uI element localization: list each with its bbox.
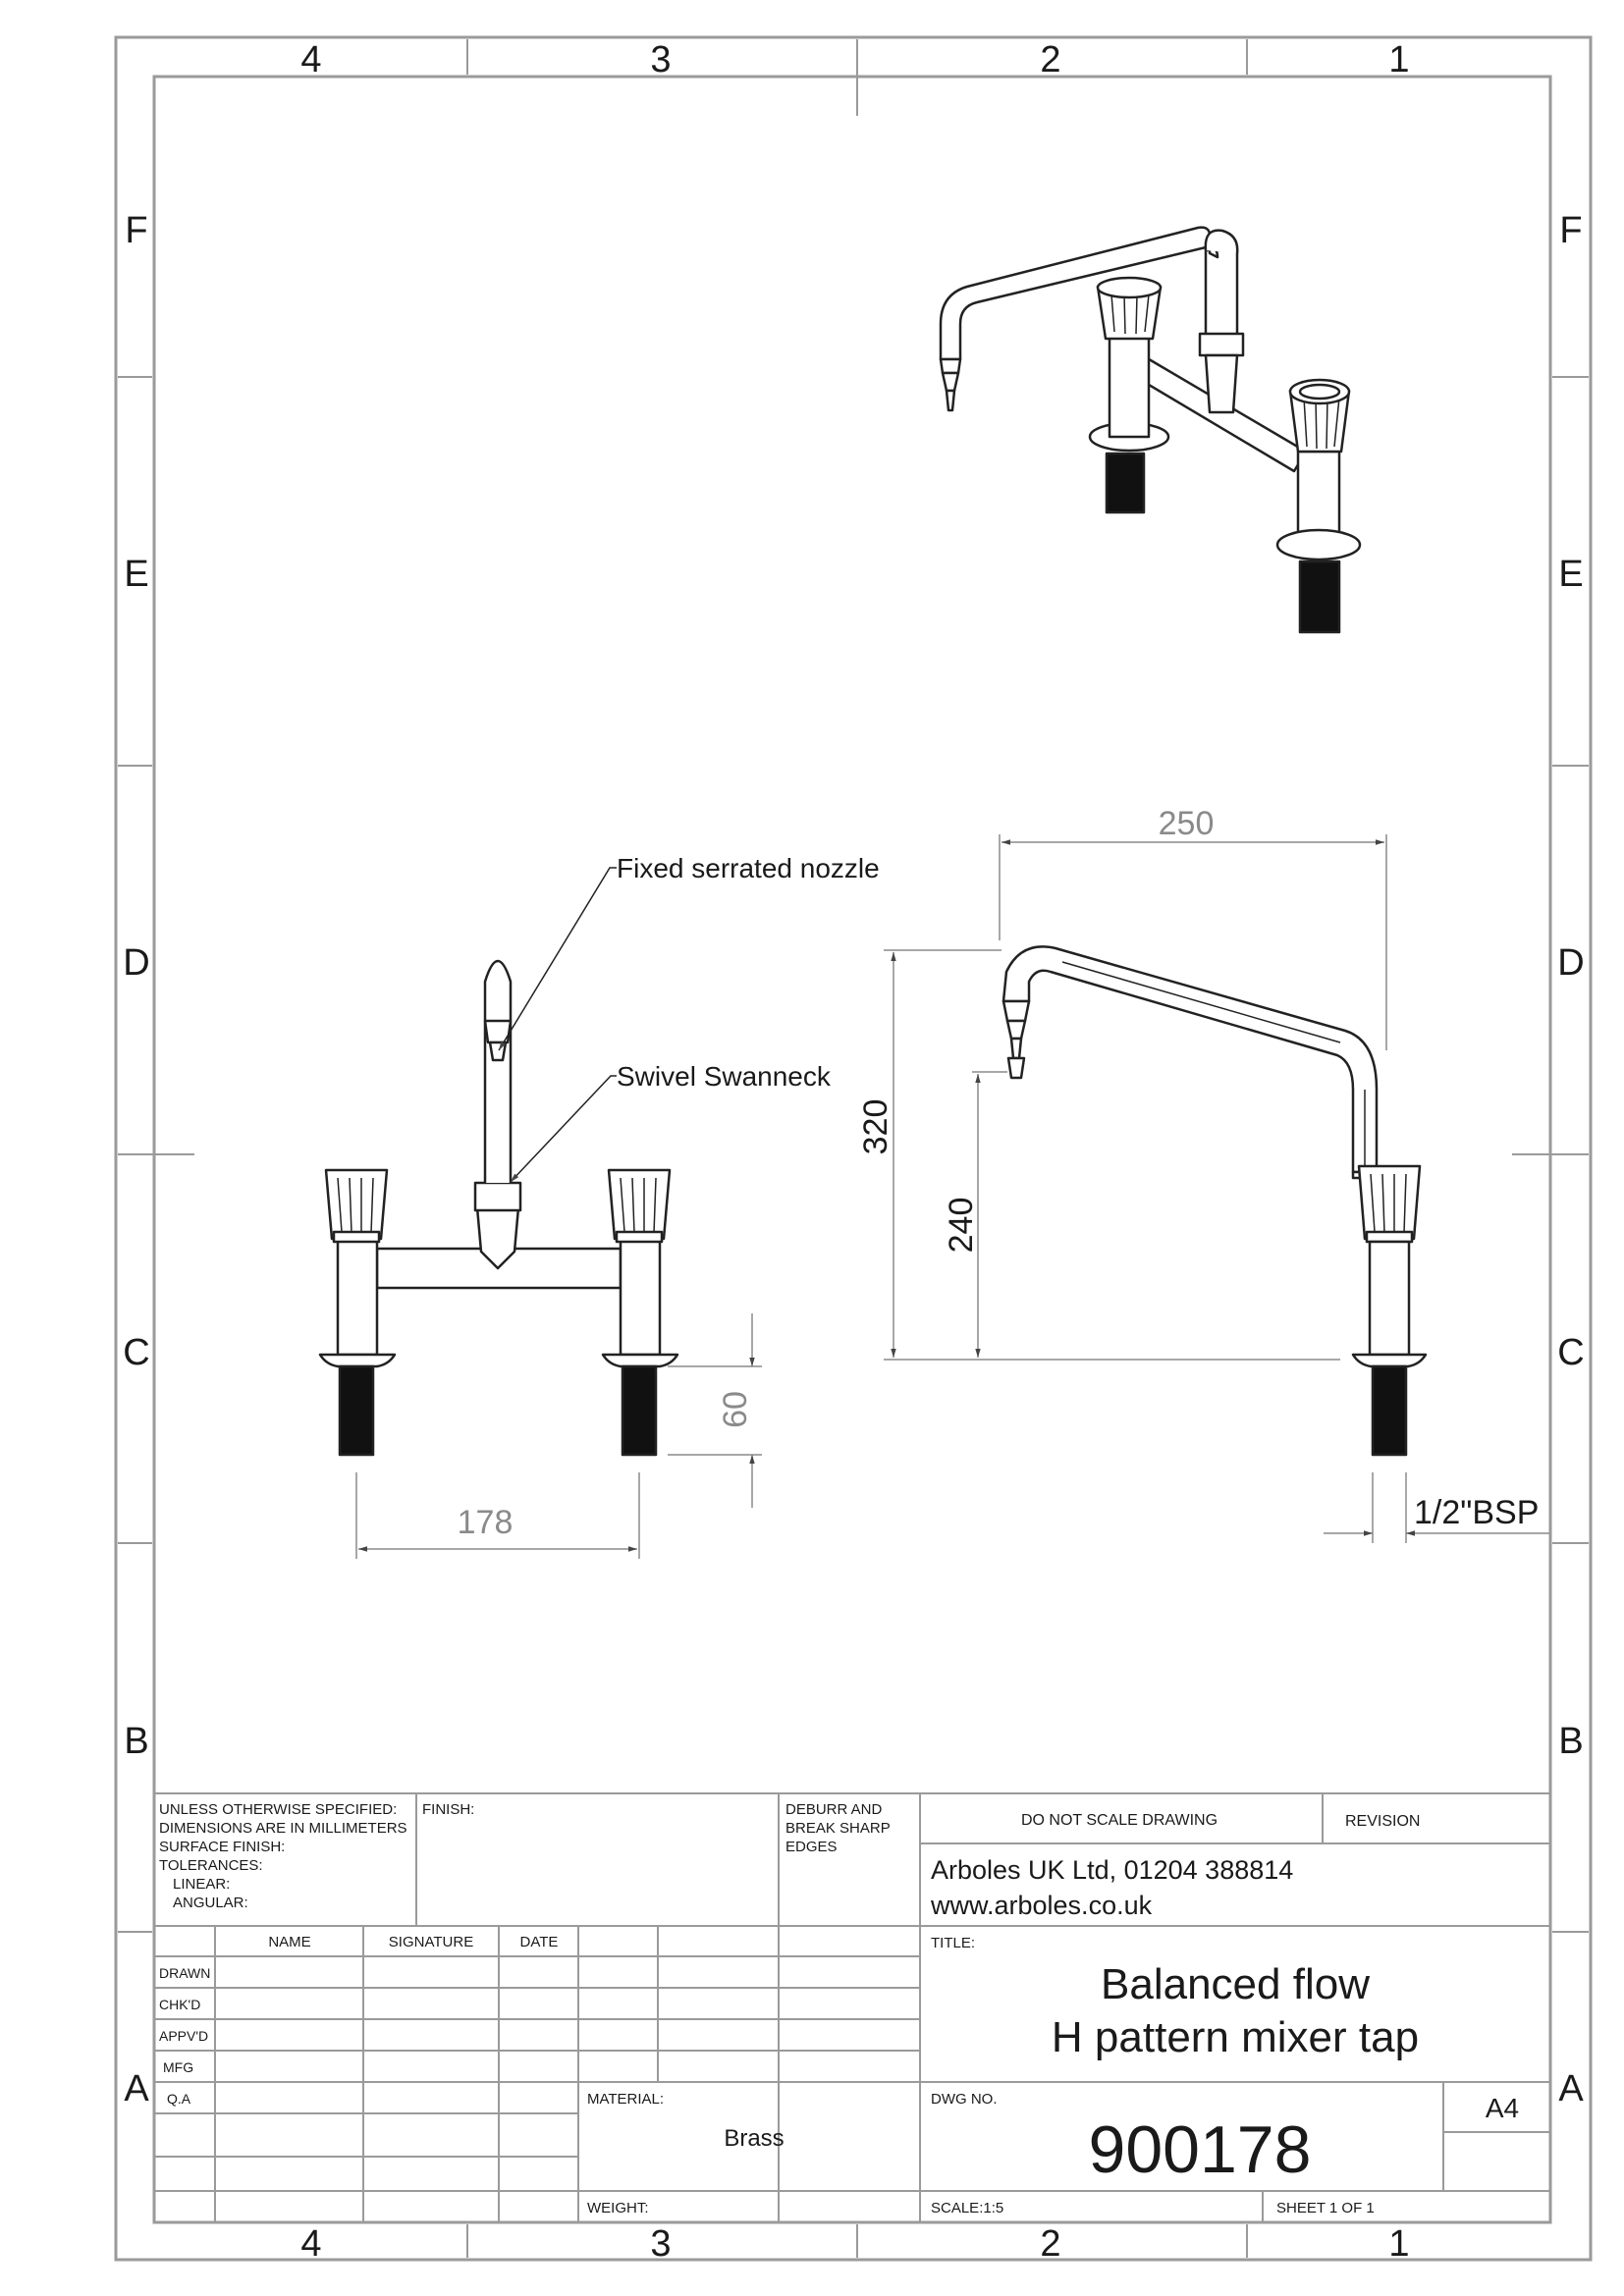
drawing-subtitle: H pattern mixer tap [1052,2013,1419,2061]
zone-labels: 4 3 2 1 4 3 2 1 F E D C B A F E D C B A [123,39,1584,2265]
row-label: C [1557,1332,1584,1373]
role-label: CHK'D [159,1997,200,2012]
material-value: Brass [724,2125,784,2152]
role-label: DRAWN [159,1965,210,1981]
column-label: 4 [300,2223,321,2265]
tolerance-note: TOLERANCES: [159,1857,263,1874]
isometric-view [939,226,1362,634]
column-label: 3 [650,39,671,80]
sheet-border [114,35,1593,2262]
front-dimensions [355,1313,762,1559]
tolerance-note: ANGULAR: [173,1895,248,1911]
role-label: Q.A [167,2091,191,2107]
material-label: MATERIAL: [587,2091,664,2108]
sheet-count: SHEET 1 OF 1 [1276,2200,1375,2216]
column-label: 4 [300,39,321,80]
column-label: 1 [1388,39,1409,80]
drawing-number: 900178 [1089,2112,1312,2187]
row-label: B [1558,1721,1583,1762]
dwg-no-label: DWG NO. [931,2091,998,2108]
dimension-thread: 1/2"BSP [1414,1494,1539,1531]
deburr-note: DEBURR AND [785,1801,883,1818]
dimension-tail-length: 60 [717,1391,754,1428]
row-label: D [123,942,149,984]
row-label: D [1557,942,1584,984]
column-header: DATE [520,1934,559,1950]
row-label: F [125,210,147,251]
drawing-title: Balanced flow [1101,1960,1370,2008]
title-block-text: UNLESS OTHERWISE SPECIFIED: DIMENSIONS A… [159,1801,1519,2216]
dimension-reach: 250 [1159,805,1215,842]
title-block [154,1792,1550,2222]
finish-label: FINISH: [422,1801,474,1818]
sheet-size: A4 [1486,2093,1519,2123]
side-dimensions [884,834,1549,1543]
row-label: F [1559,210,1582,251]
do-not-scale: DO NOT SCALE DRAWING [1021,1812,1218,1829]
dimension-centres: 178 [458,1504,514,1541]
tolerance-note: UNLESS OTHERWISE SPECIFIED: [159,1801,397,1818]
tolerance-note: SURFACE FINISH: [159,1839,285,1855]
row-label: E [1558,554,1583,595]
column-label: 1 [1388,2223,1409,2265]
column-label: 2 [1040,39,1060,80]
column-header: NAME [268,1934,310,1950]
row-label: A [1558,2068,1584,2109]
column-label: 2 [1040,2223,1060,2265]
deburr-note: BREAK SHARP [785,1820,891,1837]
role-label: APPV'D [159,2028,208,2044]
deburr-note: EDGES [785,1839,838,1855]
tolerance-note: LINEAR: [173,1876,230,1893]
company-name: Arboles UK Ltd, 01204 388814 [931,1855,1293,1885]
column-label: 3 [650,2223,671,2265]
row-label: C [123,1332,149,1373]
weight-label: WEIGHT: [587,2200,649,2216]
dimension-height-outlet: 240 [943,1198,980,1254]
front-view [318,960,679,1457]
row-label: B [124,1721,148,1762]
role-label: MFG [163,2059,193,2075]
scale-label: SCALE:1:5 [931,2200,1003,2216]
company-website: www.arboles.co.uk [930,1891,1153,1920]
nozzle-callout: Fixed serrated nozzle [617,853,880,883]
column-header: SIGNATURE [389,1934,473,1950]
title-label: TITLE: [931,1935,975,1951]
side-view [1001,945,1428,1457]
row-label: A [124,2068,149,2109]
revision-label: REVISION [1345,1813,1420,1830]
dimension-height-total: 320 [857,1099,894,1155]
swanneck-callout: Swivel Swanneck [617,1061,832,1092]
leader-lines [498,867,617,1183]
tolerance-note: DIMENSIONS ARE IN MILLIMETERS [159,1820,407,1837]
row-label: E [124,554,148,595]
